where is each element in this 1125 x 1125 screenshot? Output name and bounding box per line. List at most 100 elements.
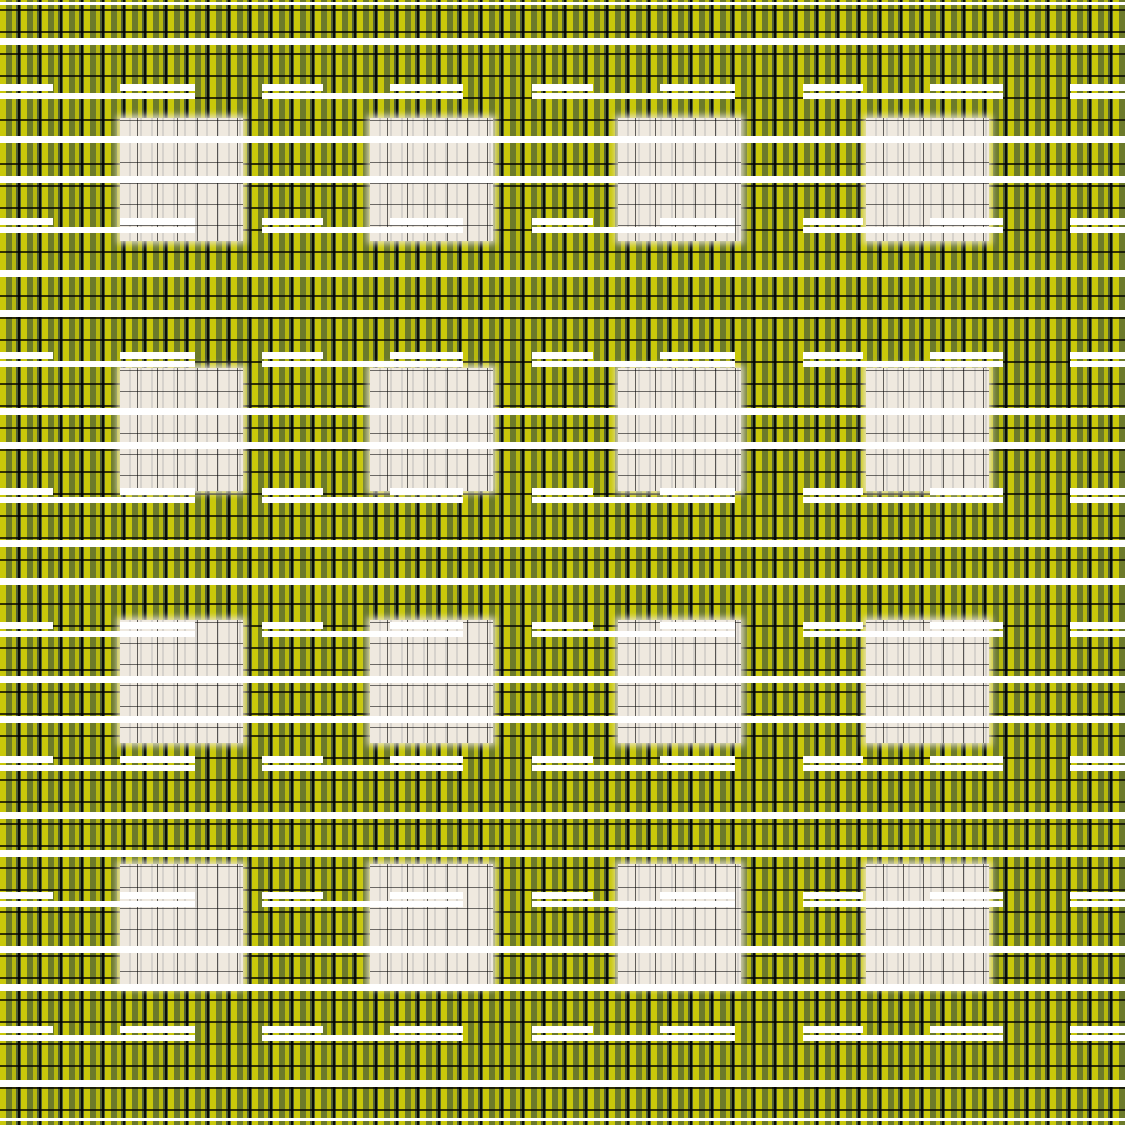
- white-stripe: [0, 442, 1125, 449]
- white-stripe: [660, 218, 735, 225]
- white-stripe: [390, 622, 463, 629]
- white-stripe: [0, 540, 1125, 547]
- white-stripe: [390, 488, 463, 495]
- white-stripe: [120, 756, 195, 763]
- white-stripe: [262, 892, 323, 899]
- white-stripe: [532, 227, 735, 233]
- white-stripe: [262, 1035, 463, 1041]
- white-stripe: [390, 218, 463, 225]
- white-stripe: [1070, 497, 1125, 503]
- white-stripe: [930, 352, 1003, 359]
- white-stripe: [262, 488, 323, 495]
- white-stripe: [532, 352, 593, 359]
- white-stripe: [803, 84, 863, 91]
- white-stripe: [262, 352, 323, 359]
- white-stripe: [0, 227, 195, 233]
- white-stripe: [532, 756, 593, 763]
- white-stripe: [262, 756, 323, 763]
- white-stripe: [262, 901, 463, 907]
- white-stripe: [262, 1026, 323, 1033]
- white-stripe: [120, 1026, 195, 1033]
- white-stripe: [0, 578, 1125, 585]
- white-stripe: [930, 892, 1003, 899]
- white-stripe: [0, 218, 53, 225]
- white-stripe: [390, 756, 463, 763]
- white-stripe: [1070, 1026, 1125, 1033]
- white-stripe: [660, 892, 735, 899]
- white-stripe: [660, 488, 735, 495]
- white-stripe: [0, 1118, 1125, 1121]
- white-stripe: [930, 1026, 1003, 1033]
- white-stripe: [532, 497, 735, 503]
- white-stripe: [803, 892, 863, 899]
- white-stripe: [0, 497, 195, 503]
- white-stripe: [1070, 488, 1125, 495]
- white-stripe: [390, 892, 463, 899]
- white-stripe: [532, 901, 735, 907]
- cream-square: [370, 368, 493, 491]
- white-stripe: [532, 892, 593, 899]
- white-stripe: [803, 901, 1003, 907]
- white-stripe: [262, 361, 463, 367]
- white-stripe: [0, 946, 1125, 953]
- cream-square: [618, 368, 741, 491]
- white-stripe: [532, 488, 593, 495]
- white-stripe: [0, 352, 53, 359]
- white-stripe: [803, 765, 1003, 771]
- white-stripe: [0, 84, 53, 91]
- white-stripe: [532, 1026, 593, 1033]
- white-stripe: [262, 218, 323, 225]
- white-stripe: [0, 622, 53, 629]
- white-stripe: [262, 622, 323, 629]
- white-stripe: [660, 756, 735, 763]
- white-stripe: [0, 812, 1125, 819]
- white-stripe: [0, 676, 1125, 683]
- white-stripe: [0, 176, 1125, 183]
- cream-square: [120, 368, 243, 491]
- cream-square: [618, 864, 741, 987]
- white-stripe: [930, 622, 1003, 629]
- white-stripe: [1070, 756, 1125, 763]
- white-stripe: [803, 622, 863, 629]
- white-stripe: [1070, 93, 1125, 99]
- white-stripe: [803, 93, 1003, 99]
- white-stripe: [0, 93, 195, 99]
- white-stripe: [120, 622, 195, 629]
- white-stripe: [0, 408, 1125, 415]
- white-stripe: [0, 361, 195, 367]
- white-stripe: [1070, 892, 1125, 899]
- white-stripe: [532, 765, 735, 771]
- white-stripe: [262, 93, 463, 99]
- white-stripe: [0, 38, 1125, 45]
- white-stripe: [0, 756, 53, 763]
- white-stripe: [803, 1035, 1003, 1041]
- white-stripe: [0, 631, 195, 637]
- white-stripe: [120, 488, 195, 495]
- white-stripe: [390, 1026, 463, 1033]
- white-stripe: [120, 84, 195, 91]
- white-stripe: [532, 361, 735, 367]
- white-stripe: [262, 497, 463, 503]
- white-stripe: [262, 227, 463, 233]
- white-stripe: [532, 93, 735, 99]
- white-stripe: [803, 227, 1003, 233]
- white-stripe: [0, 716, 1125, 723]
- white-stripe: [1070, 352, 1125, 359]
- white-stripe: [390, 352, 463, 359]
- white-stripe: [532, 622, 593, 629]
- white-stripe: [0, 984, 1125, 991]
- white-stripe: [0, 270, 1125, 277]
- white-stripe: [803, 361, 1003, 367]
- cream-square: [120, 864, 243, 987]
- white-stripe: [262, 84, 323, 91]
- white-stripe: [803, 352, 863, 359]
- white-stripe: [1070, 218, 1125, 225]
- white-stripe: [120, 218, 195, 225]
- white-stripe: [930, 488, 1003, 495]
- white-stripe: [660, 1026, 735, 1033]
- white-stripe: [930, 218, 1003, 225]
- cream-square: [370, 864, 493, 987]
- white-stripe: [262, 765, 463, 771]
- white-stripe: [532, 631, 735, 637]
